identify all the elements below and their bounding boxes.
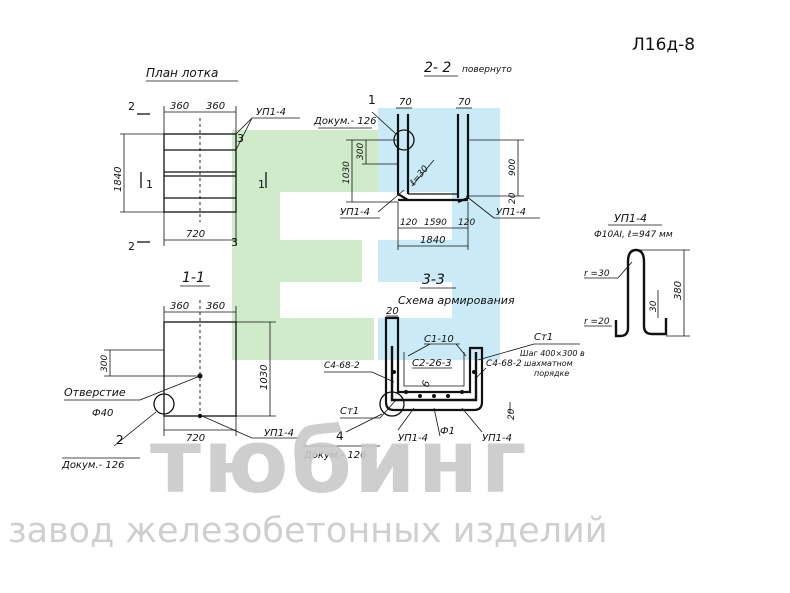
detail-r20: r =20	[584, 317, 610, 327]
section33-dim-top: 20	[386, 306, 399, 317]
detail-spec: Ф10АI, ℓ=947 мм	[594, 230, 673, 240]
section22-dim-70-left: 70	[399, 97, 412, 108]
section22-dim-1590: 1590	[424, 218, 447, 228]
section22-dim-20: 20	[508, 192, 518, 204]
plan-section-2-top: 2	[128, 100, 135, 113]
section33-up-right: УП1-4	[482, 433, 512, 444]
section11-dim-300: 300	[100, 355, 110, 372]
section11-doc-ref: Докум.- 126	[61, 460, 125, 471]
plan-section-3-bottom: 3	[231, 236, 238, 249]
section11-callout-up: УП1-4	[264, 428, 294, 439]
plan-dim-length: 1840	[113, 167, 124, 192]
plan-section-2-bottom: 2	[128, 240, 135, 253]
section-3-3: 3-3 Схема армирования 20 20 С1-10 Ст1 Ша…	[302, 272, 585, 461]
plan-title: План лотка	[146, 66, 218, 80]
section33-up-left: УП1-4	[398, 433, 428, 444]
plan-section-1-right: 1	[258, 178, 265, 191]
detail-r30: r =30	[584, 269, 610, 279]
section33-note-chess: шахматном	[524, 359, 573, 368]
section22-dim-300: 300	[356, 143, 366, 160]
section33-c4-68-left: С4-68-2	[324, 361, 360, 371]
section11-dim-1030: 1030	[259, 365, 270, 390]
plan-view: План лотка 360 360 1840 720 2 2 3 3 1 1	[113, 66, 300, 253]
section22-note: повернуто	[462, 65, 512, 75]
section-2-2: 2- 2 повернуто 70 70 300 1030 ℓ=30 900 2…	[313, 60, 540, 250]
detail-dim-380: 380	[673, 281, 684, 300]
watermark-green-shape	[232, 130, 378, 360]
plan-section-3-top: 3	[237, 132, 244, 145]
section33-c2-26-3: С2-26-3	[412, 358, 452, 369]
section22-callout-right: УП1-4	[496, 207, 526, 218]
detail-title: УП1-4	[614, 212, 647, 225]
section11-dim-720: 720	[186, 433, 205, 444]
section22-title: 2- 2	[424, 60, 451, 76]
section11-hole-label: Отверстие	[64, 386, 126, 399]
section33-note-order: порядке	[534, 369, 569, 378]
section33-title: 3-3	[422, 272, 445, 288]
detail-dim-30: 30	[649, 300, 659, 312]
section11-title: 1-1	[182, 270, 205, 286]
watermark-tagline: завод железобетонных изделий	[8, 511, 608, 551]
section22-dim-900: 900	[508, 159, 518, 176]
section33-dim-side: 20	[507, 408, 517, 420]
plan-dim-width: 720	[186, 229, 205, 240]
section33-subtitle: Схема армирования	[398, 294, 515, 307]
section33-doc-ref: Докум.- 126	[303, 450, 367, 461]
section33-num-6: 6	[420, 379, 433, 389]
section22-dim-70-right: 70	[458, 97, 471, 108]
section22-dim-1030: 1030	[342, 161, 352, 184]
plan-dim-360-right: 360	[206, 101, 225, 112]
section33-f1: Ф1	[440, 426, 455, 437]
plan-callout-up: УП1-4	[256, 107, 286, 118]
section33-marker: 4	[336, 429, 344, 443]
watermark-brand: тюбинг	[150, 410, 528, 513]
plan-section-1-left: 1	[146, 178, 153, 191]
plan-dim-360-left: 360	[170, 101, 189, 112]
section22-doc-ref: Докум.- 126	[313, 116, 377, 127]
section22-dim-1840: 1840	[420, 235, 445, 246]
section33-c1-10: С1-10	[424, 334, 454, 345]
section-1-1: 1-1 360 360 300 1030 720 Отверстие Ф40 2	[61, 270, 300, 471]
section11-dim-360-right: 360	[206, 301, 225, 312]
section11-dim-360-left: 360	[170, 301, 189, 312]
section33-note-step: Шаг 400×300 в	[520, 349, 585, 358]
sheet-id: Л16д-8	[632, 35, 695, 55]
section11-hole-dim: Ф40	[92, 408, 113, 419]
section11-marker: 2	[116, 433, 124, 447]
section33-c4-68-right: С4-68-2	[486, 359, 522, 369]
detail-up1-4: УП1-4 Ф10АI, ℓ=947 мм r =30 r =20 30 380	[584, 212, 690, 338]
section22-dim-120-left: 120	[400, 218, 417, 228]
section22-dim-120-right: 120	[458, 218, 475, 228]
section22-callout-left: УП1-4	[340, 207, 370, 218]
section33-ct1-left: Ст1	[340, 406, 359, 417]
section33-ct1-top: Ст1	[534, 332, 553, 343]
section22-marker: 1	[368, 93, 376, 107]
